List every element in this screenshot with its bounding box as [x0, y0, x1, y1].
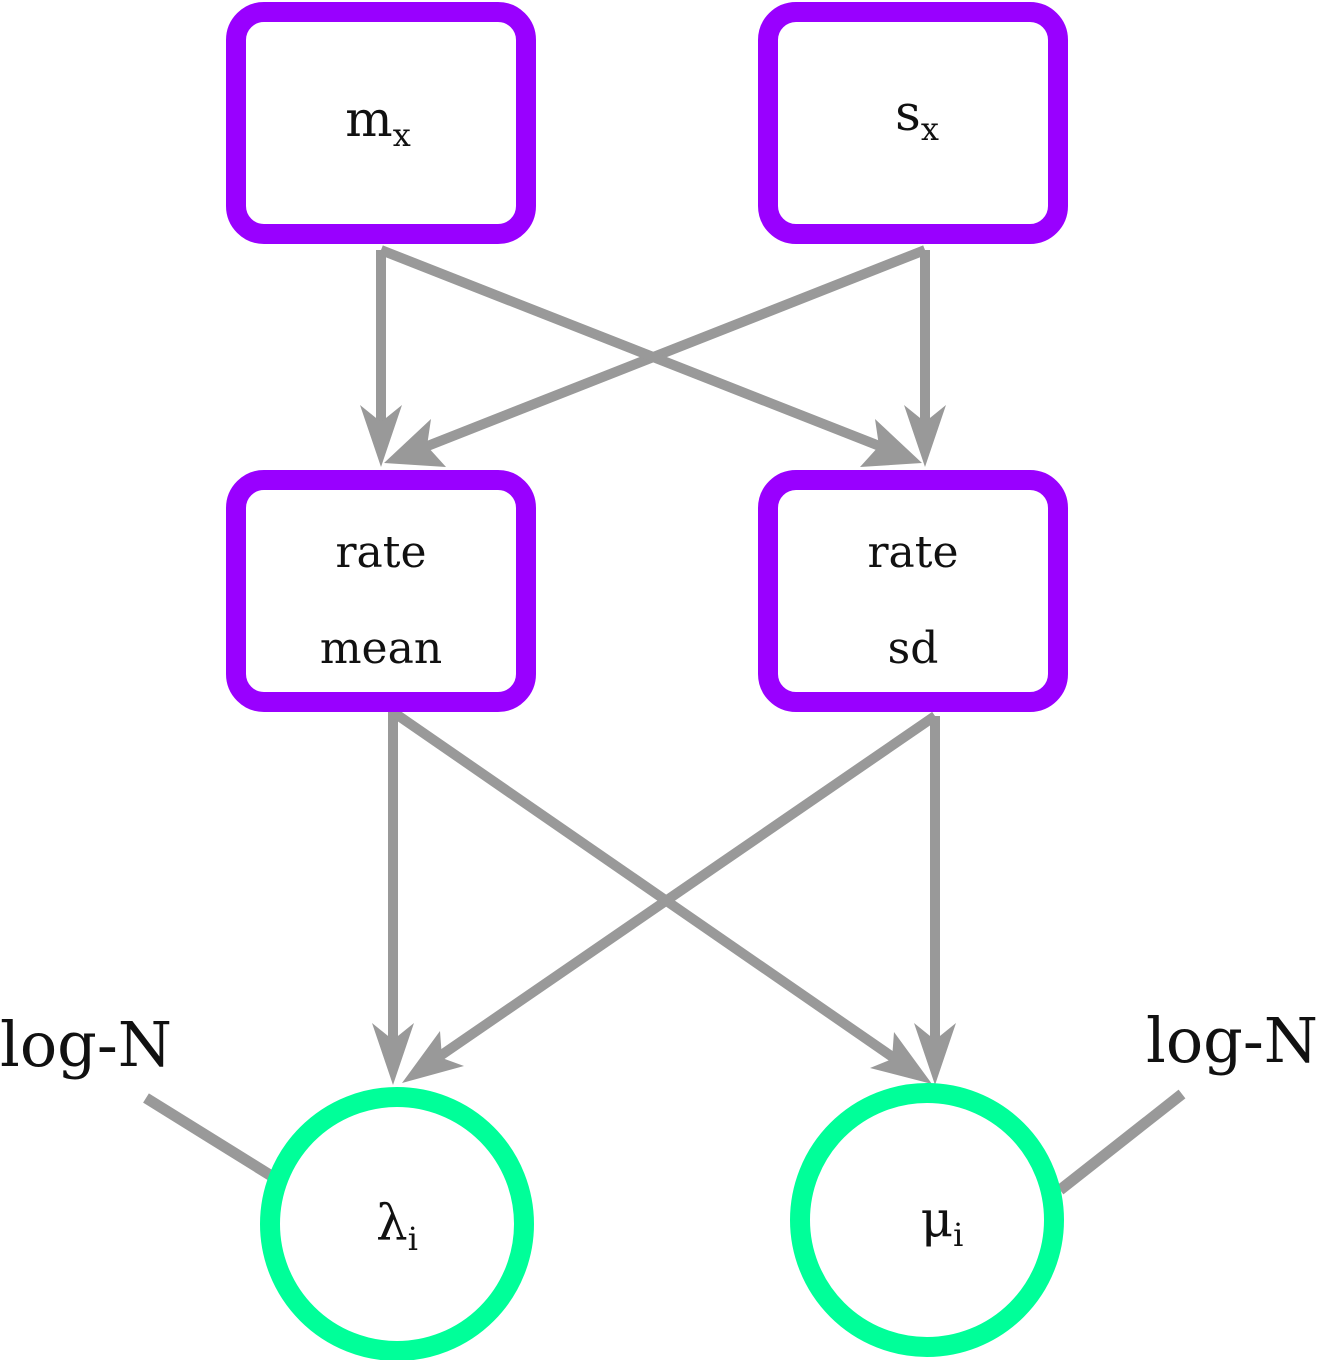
- node-rate-sd-box: [758, 470, 1068, 712]
- node-rate-mean[interactable]: rate mean: [226, 470, 536, 712]
- arrowhead-mx-to-rate-sd: [860, 419, 922, 467]
- prior-connector-right: [1056, 1089, 1186, 1195]
- prior-label-left: log-N: [0, 1008, 172, 1081]
- node-mx[interactable]: mx: [226, 2, 536, 244]
- edge-sx-to-rate-mean: [423, 245, 927, 452]
- node-rate-sd-line1: rate: [868, 527, 959, 578]
- arrowhead-sx-to-rate-sd: [904, 405, 946, 467]
- arrowhead-rate-mean-to-lambda: [372, 1023, 414, 1085]
- node-mx-box: [226, 2, 536, 244]
- node-rate-mean-line2: mean: [320, 623, 442, 674]
- node-lambda[interactable]: λi: [260, 1087, 534, 1360]
- edge-mx-to-rate-sd: [379, 245, 884, 452]
- edge-rate-mean-to-mu: [390, 707, 897, 1063]
- edges-top: [360, 245, 946, 467]
- node-mu-circle: [790, 1083, 1064, 1357]
- node-mu-label: μi: [921, 1190, 964, 1254]
- node-rate-sd[interactable]: rate sd: [758, 470, 1068, 712]
- node-sx-label: sx: [895, 84, 939, 148]
- arrowhead-mx-to-rate-mean: [360, 405, 402, 467]
- node-mu[interactable]: μi: [790, 1083, 1064, 1357]
- node-mx-label: mx: [345, 90, 410, 154]
- edges-bottom: [372, 707, 956, 1085]
- node-sx-box: [758, 2, 1068, 244]
- arrowhead-rate-sd-to-mu: [914, 1023, 956, 1085]
- arrowhead-rate-sd-to-lambda: [402, 1031, 464, 1083]
- prior-connector-left: [143, 1093, 281, 1185]
- node-lambda-circle: [260, 1087, 534, 1360]
- edge-rate-sd-to-lambda: [437, 711, 938, 1061]
- arrowhead-rate-mean-to-mu: [870, 1032, 932, 1084]
- node-rate-mean-line1: rate: [336, 527, 427, 578]
- prior-label-right: log-N: [1146, 1004, 1318, 1077]
- node-lambda-label: λi: [376, 1194, 418, 1258]
- arrowhead-sx-to-rate-mean: [384, 419, 446, 467]
- node-rate-mean-box: [226, 470, 536, 712]
- node-rate-sd-line2: sd: [888, 623, 939, 674]
- node-sx[interactable]: sx: [758, 2, 1068, 244]
